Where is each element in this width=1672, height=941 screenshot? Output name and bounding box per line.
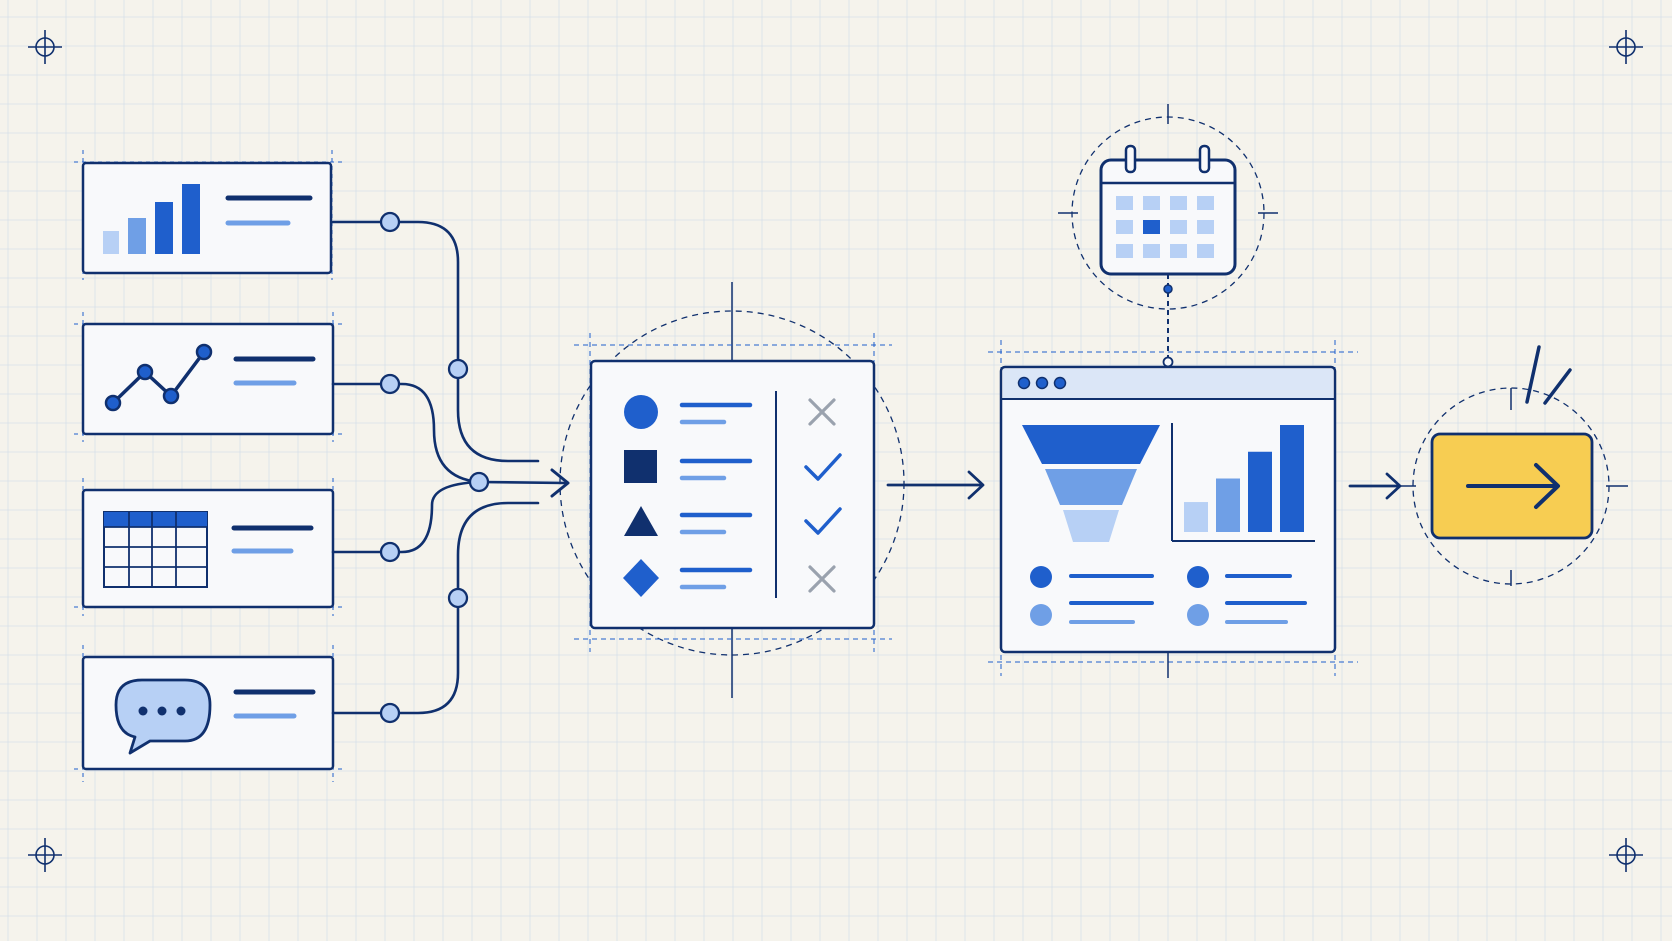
dashboard-window[interactable] <box>988 340 1358 678</box>
node-dot <box>379 702 401 724</box>
chat-card[interactable] <box>74 645 342 782</box>
card-frame <box>81 161 333 275</box>
calendar-day[interactable] <box>1143 196 1160 210</box>
connector-line <box>331 220 540 463</box>
filter-row[interactable] <box>624 395 836 429</box>
check-mark-icon <box>804 453 842 481</box>
window-titlebar <box>1003 369 1333 398</box>
diamond-icon <box>623 559 659 597</box>
registration-marks <box>28 30 1643 872</box>
funnel-icon <box>1022 425 1160 542</box>
node-dot <box>1162 356 1174 368</box>
x-mark-icon <box>808 398 836 426</box>
calendar-day[interactable] <box>1197 196 1214 210</box>
arrow-right-icon <box>1466 463 1560 509</box>
table-icon <box>103 511 208 588</box>
connector-line <box>331 382 481 484</box>
legend-item <box>1030 566 1154 588</box>
connector-line <box>477 480 567 485</box>
dashboard-bar <box>1184 502 1208 532</box>
table-card[interactable] <box>74 478 342 616</box>
chat-bubble-icon <box>114 678 212 755</box>
connector-line <box>331 480 481 554</box>
legend-dot-icon <box>1187 566 1209 588</box>
line-chart-icon <box>104 343 213 412</box>
dashboard-bar <box>1280 425 1304 532</box>
connector-nodes <box>379 211 490 724</box>
focus-ring <box>559 310 905 656</box>
filter-row[interactable] <box>623 559 836 597</box>
dashboard-bar-chart <box>1171 423 1315 542</box>
connector-line <box>331 501 540 715</box>
emphasis-lines-icon <box>1525 345 1572 405</box>
junction-dot <box>468 471 490 493</box>
square-icon <box>624 450 657 483</box>
legend-dot-icon <box>1030 604 1052 626</box>
x-mark-icon <box>808 565 836 593</box>
line-chart-card[interactable] <box>74 312 342 442</box>
crosshair-icon <box>28 30 62 64</box>
calendar-icon <box>1099 144 1237 276</box>
dashboard-bar <box>1248 451 1272 532</box>
crosshair-guides <box>1058 104 1278 214</box>
circle-icon <box>624 395 658 429</box>
dashboard-bar <box>1216 478 1240 532</box>
calendar-day[interactable] <box>1170 244 1187 258</box>
arrow-head-icon <box>550 468 570 498</box>
filter-panel[interactable] <box>559 282 905 698</box>
panel-frame <box>589 359 876 630</box>
output-action[interactable] <box>1400 345 1628 586</box>
arrow-head-icon <box>967 470 985 500</box>
calendar-day[interactable] <box>1197 244 1214 258</box>
filter-row[interactable] <box>624 450 842 483</box>
calendar-widget[interactable] <box>1058 104 1278 368</box>
legend-item <box>1030 601 1154 626</box>
calendar-day-selected[interactable] <box>1143 220 1160 234</box>
legend-item <box>1187 601 1307 626</box>
bar-chart-icon <box>1184 425 1304 532</box>
triangle-icon <box>624 506 658 536</box>
source-connectors <box>331 220 567 715</box>
crosshair-icon <box>28 838 62 872</box>
check-mark-icon <box>804 507 842 535</box>
window-dots-icon[interactable] <box>1017 376 1067 390</box>
card-frame <box>81 322 335 436</box>
crosshair-icon <box>1609 838 1643 872</box>
filter-row[interactable] <box>624 506 842 536</box>
node-dot <box>447 587 469 609</box>
calendar-day[interactable] <box>1116 244 1133 258</box>
legend-dot-icon <box>1030 566 1052 588</box>
calendar-day[interactable] <box>1197 220 1214 234</box>
calendar-day[interactable] <box>1143 244 1160 258</box>
node-dot <box>379 211 401 233</box>
source-cards <box>74 150 342 782</box>
node-dot <box>1163 284 1173 294</box>
crosshair-icon <box>1609 30 1643 64</box>
bar-chart-card[interactable] <box>74 150 342 280</box>
calendar-day[interactable] <box>1170 220 1187 234</box>
node-dot <box>379 373 401 395</box>
crosshair-guides <box>1400 388 1628 586</box>
calendar-day[interactable] <box>1116 220 1133 234</box>
legend-dot-icon <box>1187 604 1209 626</box>
node-dot <box>447 358 469 380</box>
bar-chart-icon <box>103 184 200 254</box>
calendar-day[interactable] <box>1116 196 1133 210</box>
flow-arrow <box>886 470 985 500</box>
calendar-day[interactable] <box>1170 196 1187 210</box>
node-dot <box>379 541 401 563</box>
legend-item <box>1187 566 1292 588</box>
